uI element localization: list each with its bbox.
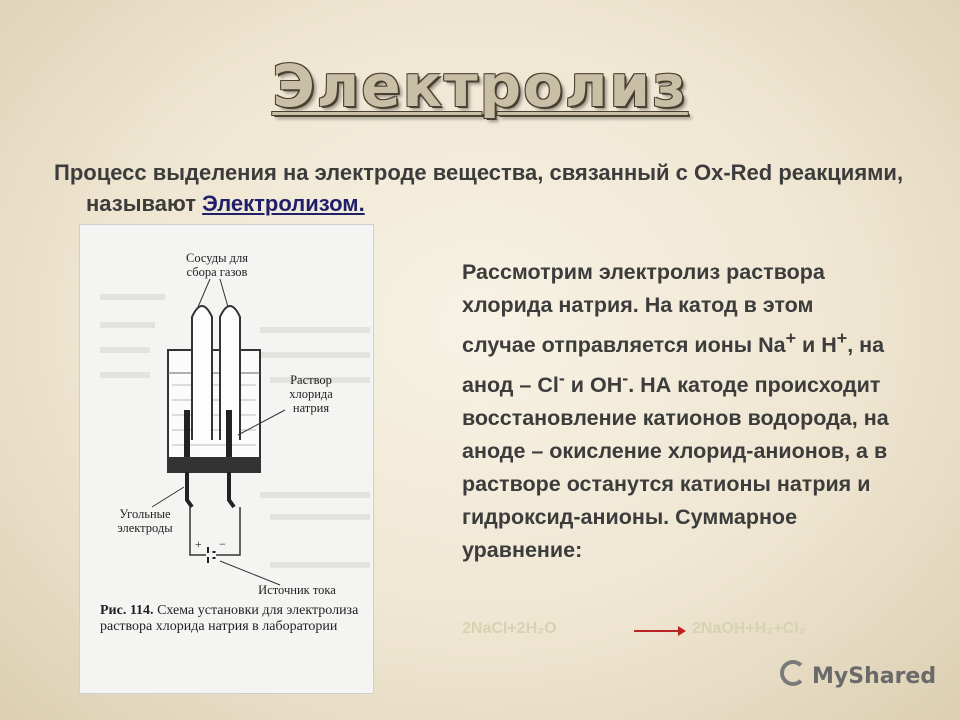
na-charge: + bbox=[785, 328, 797, 348]
watermark-text: MyShared bbox=[812, 664, 937, 689]
equation-right: 2NaOH+H₂+Cl₂ bbox=[692, 620, 806, 637]
body-text-4: и OH bbox=[564, 373, 623, 398]
myshared-logo-icon bbox=[780, 660, 806, 686]
label-source: Источник тока bbox=[258, 583, 336, 597]
oh-charge: - bbox=[622, 368, 629, 389]
svg-text:+: + bbox=[195, 537, 202, 551]
body-text-3: , на анод – Cl bbox=[462, 333, 885, 398]
caption-number: Рис. 114. bbox=[100, 603, 154, 618]
definition-link[interactable]: Электролизом. bbox=[202, 191, 365, 216]
figure-caption: Рис. 114. Схема установки для электролиз… bbox=[100, 603, 365, 635]
definition-prefix: Процесс выделения на электроде вещества,… bbox=[54, 160, 904, 216]
body-text-1: Рассмотрим электролиз раствора хлорида н… bbox=[462, 260, 825, 358]
watermark: MyShared bbox=[780, 660, 936, 689]
label-solution: Раствор хлорида натрия bbox=[289, 373, 333, 415]
apparatus-diagram: + − bbox=[100, 278, 370, 586]
definition-text: Процесс выделения на электроде вещества,… bbox=[54, 157, 926, 219]
h-charge: + bbox=[836, 328, 848, 348]
slide-title: Электролиз bbox=[272, 52, 688, 120]
overall-equation: 2NaCl+2H₂O 2NaOH+H₂+Cl₂ bbox=[462, 620, 922, 650]
reaction-arrow bbox=[634, 626, 686, 636]
caption-text: Схема установки для электролиза раствора… bbox=[100, 603, 359, 634]
body-text-2: и H bbox=[796, 333, 837, 358]
label-vessels: Сосуды для сбора газов bbox=[186, 251, 248, 279]
cl-charge: - bbox=[558, 368, 565, 389]
electrolysis-figure: + − Сосуды для сбора газов Раствор хлори… bbox=[79, 224, 374, 694]
equation-left: 2NaCl+2H₂O bbox=[462, 620, 557, 637]
label-electrodes: Угольные электроды bbox=[117, 507, 173, 535]
explanation-text: Рассмотрим электролиз раствора хлорида н… bbox=[462, 256, 892, 567]
svg-text:−: − bbox=[219, 537, 226, 551]
body-text-5: . НА катоде происходит восстановление ка… bbox=[462, 373, 889, 563]
